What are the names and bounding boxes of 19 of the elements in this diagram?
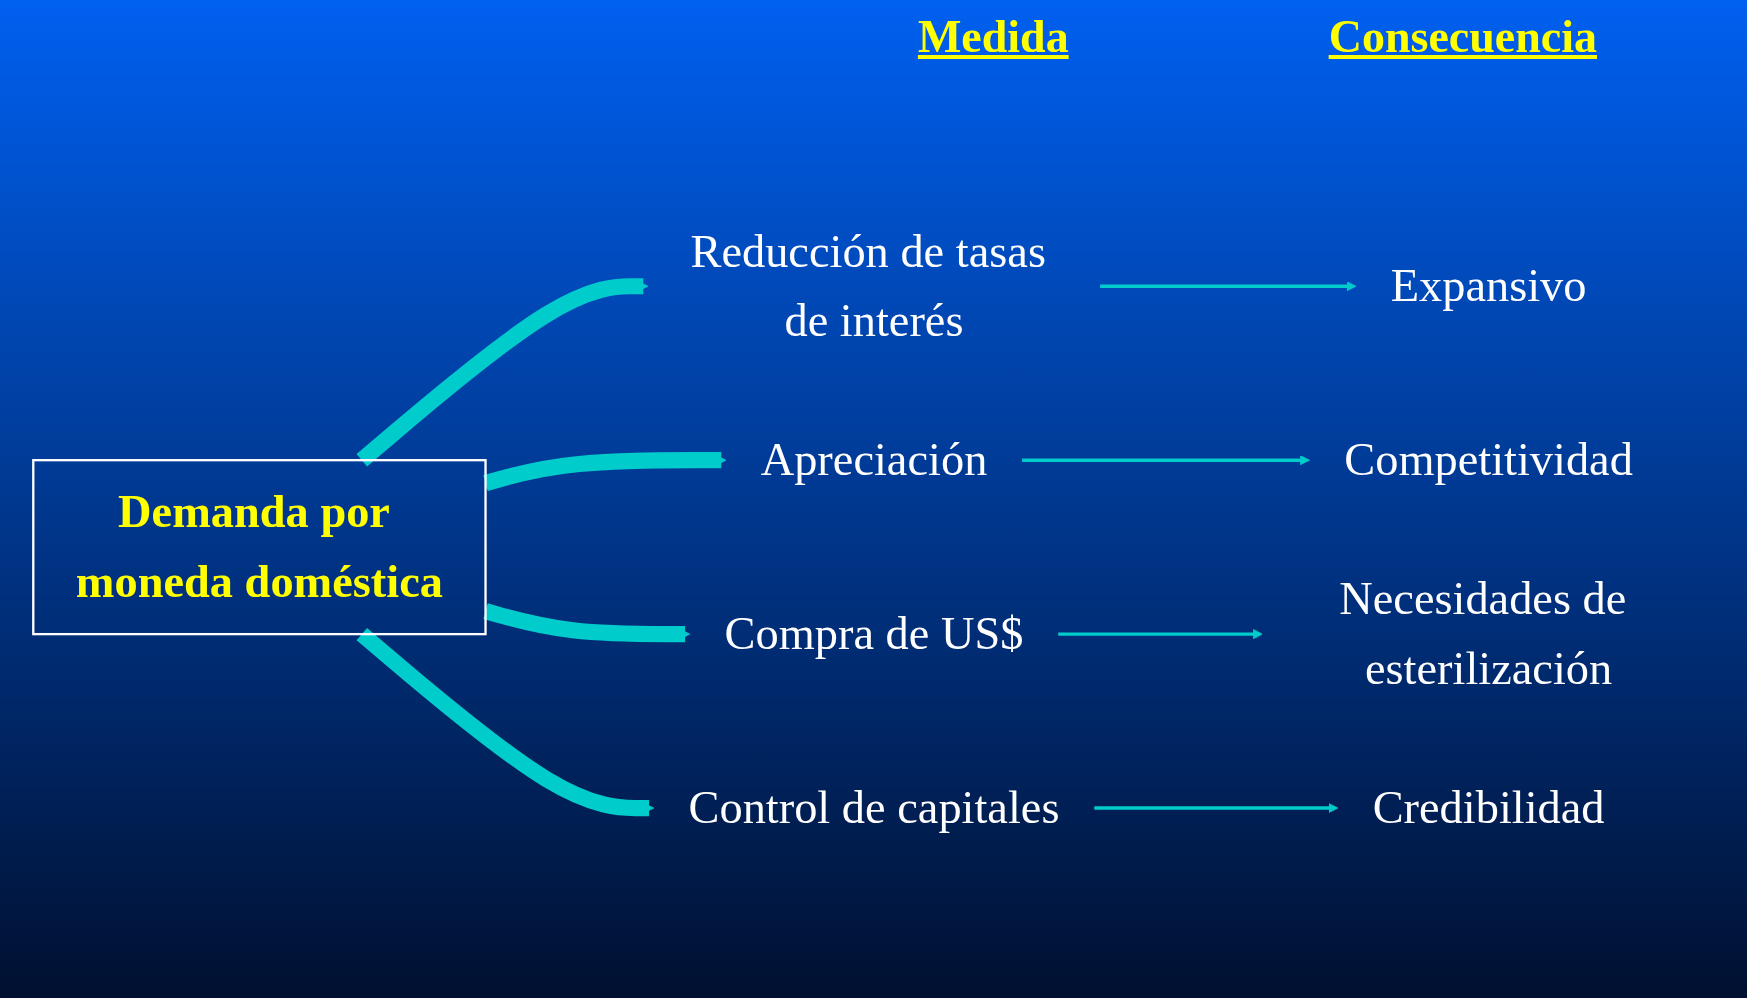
arrow	[1057, 629, 1263, 640]
arrow	[482, 452, 726, 492]
arrow	[356, 278, 648, 467]
arrow	[356, 628, 654, 817]
node-text: Credibilidad	[1372, 781, 1605, 834]
column-heading: Medida	[917, 10, 1069, 64]
node-text: Necesidades de esterilización	[1338, 572, 1626, 695]
node-text: Competitividad	[1343, 433, 1633, 486]
arrow	[1099, 281, 1356, 292]
node-text: Control de capitales	[688, 781, 1059, 834]
node-text: Expansivo	[1390, 259, 1587, 312]
node-box: Demanda por moneda doméstica	[31, 459, 487, 636]
arrow	[1021, 455, 1310, 466]
node-text: Compra de US$	[724, 607, 1023, 660]
arrow	[1093, 803, 1338, 814]
column-heading: Consecuencia	[1328, 10, 1597, 64]
arrow	[482, 603, 690, 643]
node-text: Reducción de tasas de interés	[689, 225, 1046, 347]
node-text: Apreciación	[760, 433, 987, 486]
